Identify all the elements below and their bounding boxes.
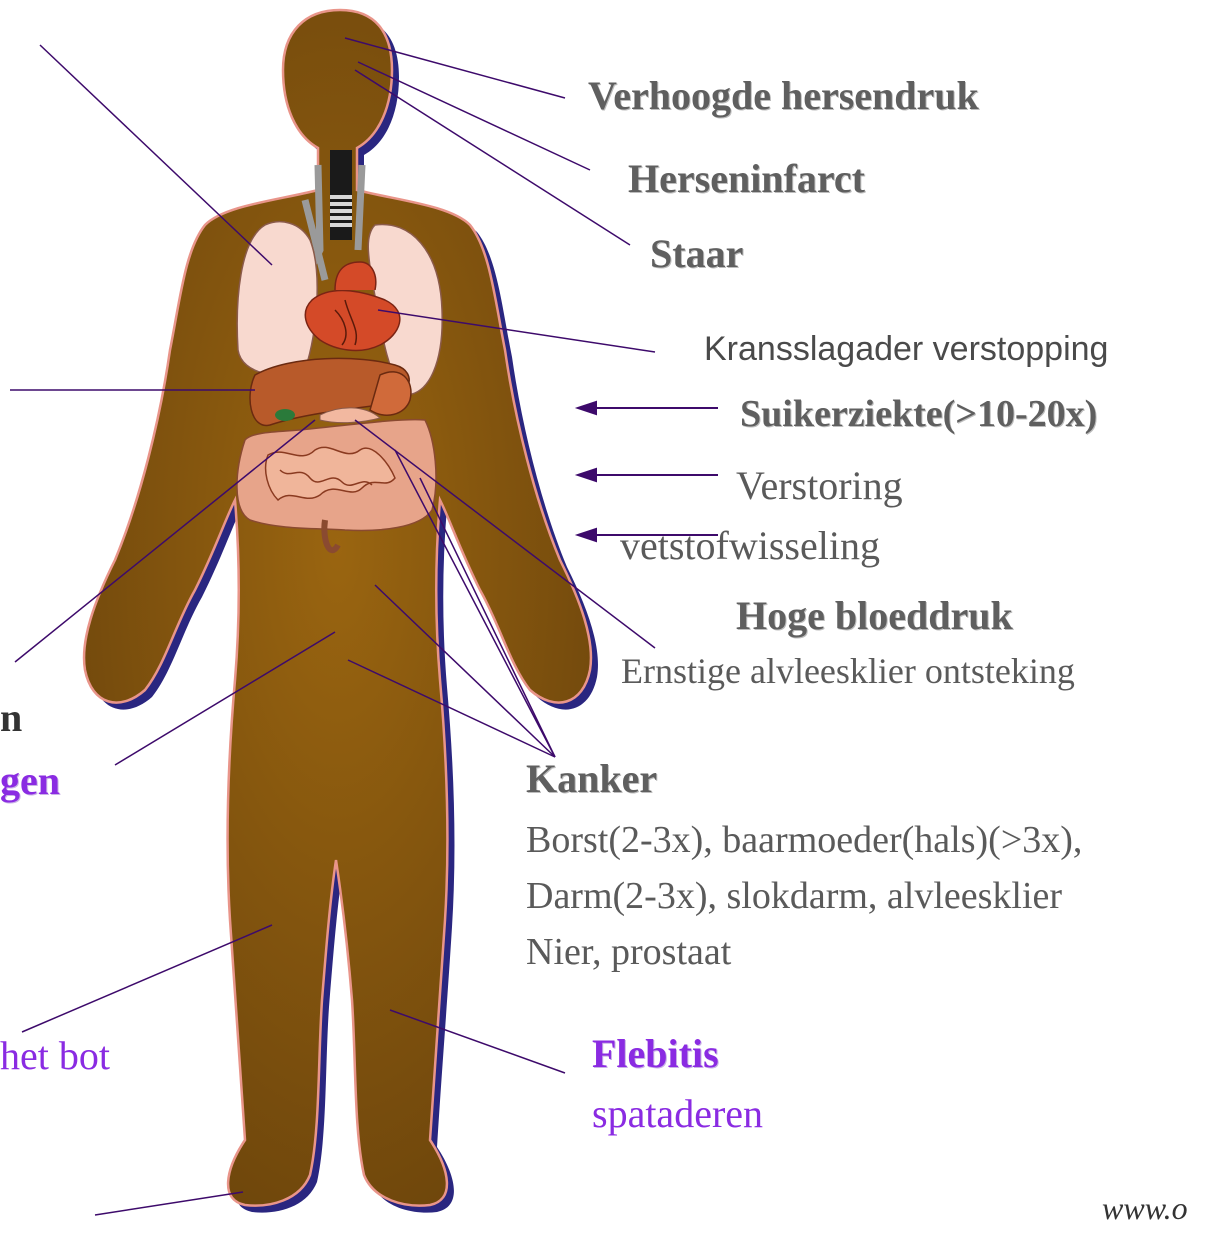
label-vetstofwisseling: vetstofwisseling — [620, 522, 880, 569]
label-kanker: Kanker — [526, 755, 657, 802]
label-verhoogde-hersendruk: Verhoogde hersendruk — [588, 72, 979, 119]
arrows — [578, 402, 718, 541]
label-hoge-bloeddruk: Hoge bloeddruk — [736, 592, 1013, 639]
label-staar: Staar — [650, 230, 743, 277]
label-herseninfarct: Herseninfarct — [628, 155, 865, 202]
label-alvleesklier: Ernstige alvleesklier ontsteking — [621, 650, 1075, 692]
arrowhead-vetstof — [578, 529, 596, 541]
label-kanker-line-2: Darm(2-3x), slokdarm, alvleesklier — [526, 874, 1062, 918]
label-flebitis: Flebitis — [592, 1030, 719, 1077]
arrowhead-verstoring — [578, 469, 596, 481]
arrowhead-suikerziekte — [578, 402, 596, 414]
label-kransslagader: Kransslagader verstopping — [704, 330, 1108, 369]
label-kanker-line-1: Borst(2-3x), baarmoeder(hals)(>3x), — [526, 818, 1082, 862]
label-url: www.o — [1102, 1190, 1188, 1227]
label-kanker-line-3: Nier, prostaat — [526, 930, 731, 974]
label-left-cut-gen: gen — [0, 757, 60, 804]
label-spataderen: spataderen — [592, 1090, 763, 1137]
gallbladder — [275, 409, 295, 421]
pointer-line-top-left — [40, 45, 272, 265]
left-lung — [237, 222, 317, 375]
label-left-cut-bot: het bot — [0, 1032, 110, 1079]
label-suikerziekte: Suikerziekte(>10-20x) — [740, 392, 1097, 436]
pointer-line-foot — [95, 1192, 243, 1215]
label-verstoring: Verstoring — [736, 462, 903, 509]
label-left-cut-n: n — [0, 694, 22, 741]
